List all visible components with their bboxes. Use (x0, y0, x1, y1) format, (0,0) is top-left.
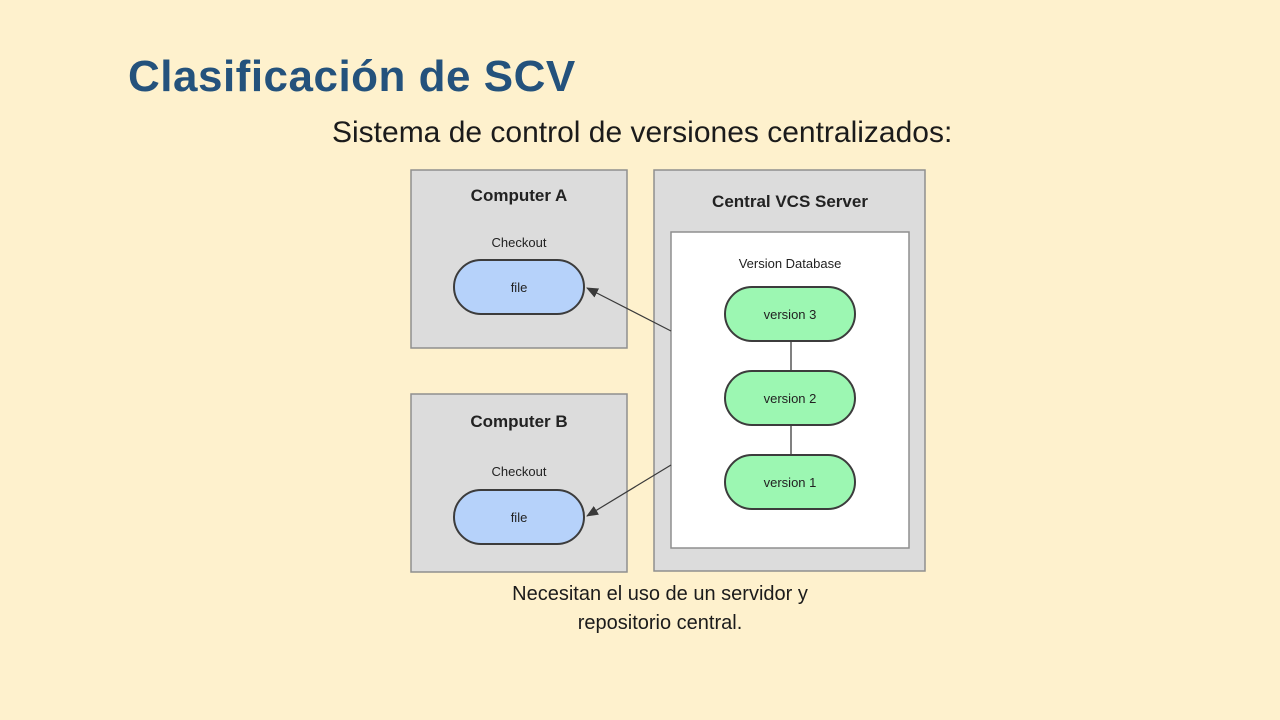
central-server-title: Central VCS Server (712, 192, 868, 211)
computer-a-title: Computer A (471, 186, 568, 205)
version-2-node: version 2 (724, 370, 856, 426)
version-database-label: Version Database (739, 256, 842, 271)
computer-b-checkout-label: Checkout (492, 464, 547, 479)
version-2-label: version 2 (764, 391, 817, 406)
slide-caption: Necesitan el uso de un servidor y reposi… (410, 580, 910, 638)
central-server-box: Central VCS Server Version Database vers… (653, 169, 926, 572)
computer-a-file-label: file (511, 280, 528, 295)
computer-a-file-node: file (453, 259, 585, 315)
checkout-arrow-computer-a (586, 287, 672, 332)
computer-b-title: Computer B (470, 412, 567, 431)
caption-line-2: repositorio central. (577, 612, 743, 634)
computer-b-box: Computer B Checkout file (410, 393, 628, 573)
version-database-box: Version Database version 3 version 2 ver… (670, 231, 910, 549)
slide-subtitle: Sistema de control de versiones centrali… (332, 116, 953, 149)
computer-b-file-node: file (453, 489, 585, 545)
computer-a-box: Computer A Checkout file (410, 169, 628, 349)
computer-a-checkout-label: Checkout (492, 235, 547, 250)
computer-b-file-label: file (511, 510, 528, 525)
version-3-label: version 3 (764, 307, 817, 322)
version-1-label: version 1 (764, 475, 817, 490)
version-3-node: version 3 (724, 286, 856, 342)
slide-title: Clasificación de SCV (128, 52, 576, 101)
version-1-node: version 1 (724, 454, 856, 510)
checkout-arrow-computer-b (586, 464, 672, 517)
caption-line-1: Necesitan el uso de un servidor y (512, 583, 808, 605)
